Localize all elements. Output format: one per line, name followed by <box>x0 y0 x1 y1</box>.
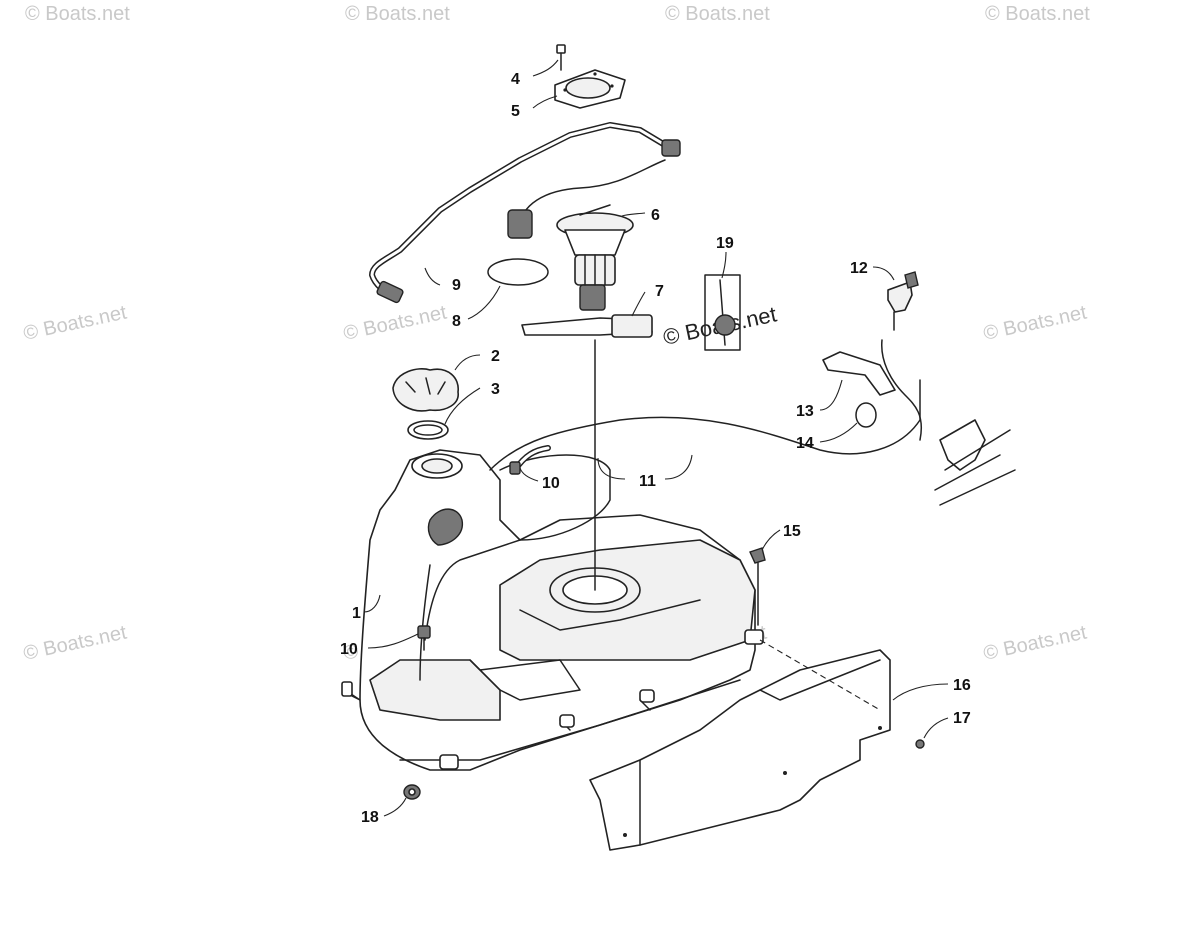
callout-1: 1 <box>352 605 361 622</box>
fuel-tank-part[interactable] <box>341 449 764 771</box>
fuel-line-part[interactable] <box>369 122 681 304</box>
callout-14: 14 <box>796 435 814 452</box>
vent-valve-part[interactable] <box>887 271 919 331</box>
shield-screw-part[interactable] <box>915 739 925 749</box>
fuel-cap-part[interactable] <box>392 368 459 412</box>
watermark: © Boats.net <box>21 621 129 664</box>
level-sender-part[interactable] <box>521 314 653 338</box>
screw-part[interactable] <box>556 44 566 71</box>
callout-12: 12 <box>850 260 868 277</box>
o-ring-part[interactable] <box>487 258 549 286</box>
watermark: © Boats.net <box>665 3 770 25</box>
callout-18: 18 <box>361 809 379 826</box>
gasket-part[interactable] <box>554 69 626 109</box>
watermark: © Boats.net <box>341 301 449 344</box>
ring-clip-part[interactable] <box>855 402 877 428</box>
fuel-pump-part[interactable] <box>507 159 666 311</box>
vent-bracket-part[interactable] <box>822 339 922 441</box>
callout-15: 15 <box>783 523 801 540</box>
callout-19: 19 <box>716 235 734 252</box>
watermark: © Boats.net <box>981 301 1089 344</box>
watermark: © Boats.net <box>21 301 129 344</box>
push-pin-part[interactable] <box>749 547 766 626</box>
leader-lines <box>363 59 949 817</box>
callout-13: 13 <box>796 403 814 420</box>
callout-5: 5 <box>511 103 520 120</box>
callout-7: 7 <box>655 283 664 300</box>
callout-2: 2 <box>491 348 500 365</box>
callout-4: 4 <box>511 71 520 88</box>
callout-10-lower: 10 <box>340 641 358 658</box>
frame-mount-part <box>934 419 1016 506</box>
watermark: © Boats.net <box>25 3 130 25</box>
watermark: © Boats.net <box>985 3 1090 25</box>
callout-3: 3 <box>491 381 500 398</box>
callout-10: 10 <box>542 475 560 492</box>
clamp-part-lower[interactable] <box>417 625 431 651</box>
watermark: © Boats.net <box>981 621 1089 664</box>
callout-17: 17 <box>953 710 971 727</box>
shield-guide-line <box>759 639 881 711</box>
callout-11: 11 <box>639 473 656 490</box>
grommet-part[interactable] <box>403 784 421 800</box>
clamp-part-upper[interactable] <box>509 461 521 475</box>
heat-shield-part[interactable] <box>589 649 891 851</box>
callout-labels: 4 5 6 7 8 9 2 3 10 11 1 10 12 13 14 15 1… <box>340 71 971 826</box>
callout-9: 9 <box>452 277 461 294</box>
callout-16: 16 <box>953 677 971 694</box>
watermark: © Boats.net <box>345 3 450 25</box>
level-sensor-part[interactable] <box>704 274 741 351</box>
callout-8: 8 <box>452 313 461 330</box>
cap-gasket-part[interactable] <box>407 420 449 440</box>
callout-6: 6 <box>651 207 660 224</box>
